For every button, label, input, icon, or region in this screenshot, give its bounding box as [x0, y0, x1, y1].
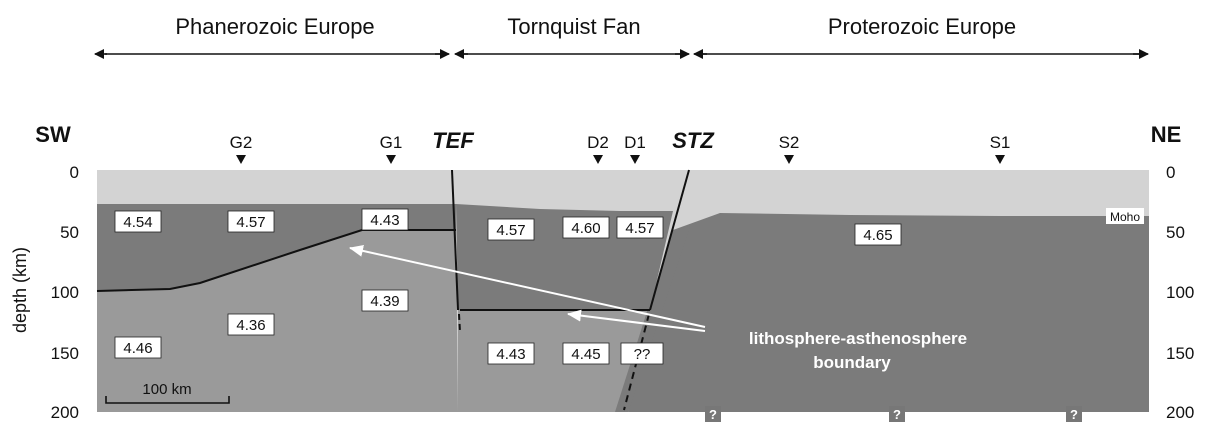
- left-tick-100: 100: [51, 283, 79, 302]
- velocity-label: 4.43: [496, 346, 525, 363]
- station-triangle-s2: [784, 155, 794, 164]
- station-label-g2: G2: [230, 133, 253, 152]
- velocity-label: 4.45: [571, 346, 600, 363]
- annotation-line-1: lithosphere-asthenosphere: [749, 329, 967, 348]
- station-label-s2: S2: [779, 133, 800, 152]
- right-tick-100: 100: [1166, 283, 1194, 302]
- annotation-arrow-lower: [567, 309, 706, 332]
- velocity-label: ??: [634, 346, 651, 363]
- unknown-markers: ? ? ?: [705, 406, 1082, 422]
- velocity-label: 4.46: [123, 340, 152, 357]
- end-label-ne: NE: [1151, 122, 1182, 147]
- annotation-line-2: boundary: [813, 353, 891, 372]
- tornquist-asthenosphere: [458, 310, 650, 412]
- stz-fault-line: [649, 169, 690, 311]
- velocity-label: 4.57: [496, 222, 525, 239]
- velocity-label: 4.57: [236, 214, 265, 231]
- unknown-marker: ?: [709, 407, 717, 422]
- tef-fault-dashed: [458, 313, 461, 333]
- station-label-d2: D2: [587, 133, 609, 152]
- annotation-arrow-upper: [349, 244, 706, 328]
- velocity-label: 4.54: [123, 214, 152, 231]
- station-label-d1: D1: [624, 133, 646, 152]
- lab-annotation: lithosphere-asthenosphere boundary: [349, 244, 967, 372]
- region-label-tornquist: Tornquist Fan: [507, 14, 640, 39]
- velocity-label: 4.60: [571, 220, 600, 237]
- right-depth-axis: 0 50 100 150 200: [1166, 163, 1194, 422]
- station-markers: G2 G1 D2 D1 S2 S1: [230, 133, 1011, 164]
- station-triangle-d1: [630, 155, 640, 164]
- tef-fault-line: [451, 169, 459, 311]
- left-tick-150: 150: [51, 344, 79, 363]
- station-label-s1: S1: [990, 133, 1011, 152]
- station-triangle-d2: [593, 155, 603, 164]
- velocity-label: 4.36: [236, 317, 265, 334]
- velocity-label: 4.39: [370, 293, 399, 310]
- station-triangle-g1: [386, 155, 396, 164]
- velocity-label: 4.65: [863, 227, 892, 244]
- zone-label-stz: STZ: [672, 128, 715, 153]
- velocity-label: 4.57: [625, 220, 654, 237]
- right-tick-0: 0: [1166, 163, 1175, 182]
- moho-label: Moho: [1110, 210, 1140, 224]
- unknown-marker: ?: [893, 407, 901, 422]
- scale-bar-label: 100 km: [142, 381, 191, 398]
- zone-label-tef: TEF: [432, 128, 474, 153]
- left-depth-axis: 0 50 100 150 200 depth (km): [10, 163, 79, 422]
- section-body: [96, 169, 1149, 412]
- end-label-sw: SW: [35, 122, 71, 147]
- station-triangle-g2: [236, 155, 246, 164]
- right-tick-200: 200: [1166, 403, 1194, 422]
- station-triangle-s1: [995, 155, 1005, 164]
- region-label-phanerozoic: Phanerozoic Europe: [175, 14, 374, 39]
- right-tick-50: 50: [1166, 223, 1185, 242]
- proterozoic-mantle: [628, 213, 1149, 412]
- unknown-marker: ?: [1070, 407, 1078, 422]
- velocity-label: 4.43: [370, 212, 399, 229]
- phanerozoic-asthenosphere: [97, 230, 458, 412]
- region-label-proterozoic: Proterozoic Europe: [828, 14, 1016, 39]
- depth-axis-title: depth (km): [10, 247, 30, 333]
- scale-bar: 100 km: [105, 381, 230, 404]
- left-tick-0: 0: [70, 163, 79, 182]
- velocity-labels: 4.54 4.57 4.43 4.57 4.60 4.57 4.65 4.39 …: [114, 208, 902, 365]
- station-label-g1: G1: [380, 133, 403, 152]
- right-tick-150: 150: [1166, 344, 1194, 363]
- left-tick-50: 50: [60, 223, 79, 242]
- left-tick-200: 200: [51, 403, 79, 422]
